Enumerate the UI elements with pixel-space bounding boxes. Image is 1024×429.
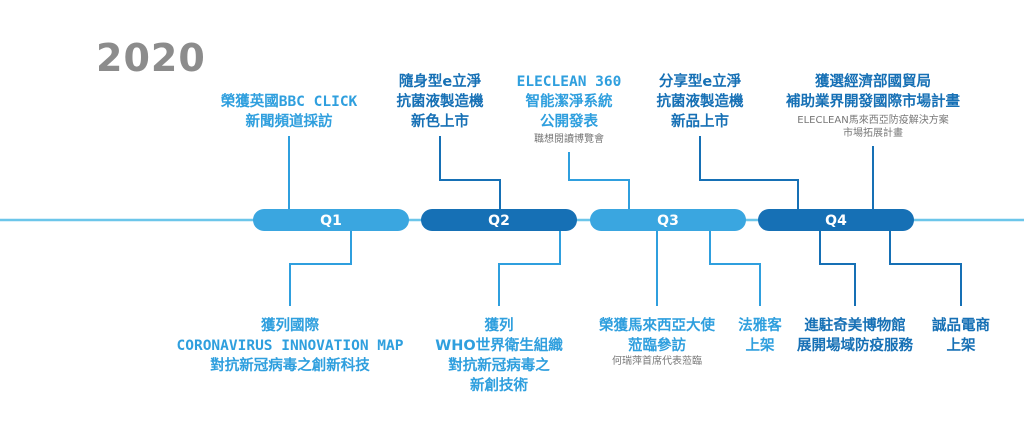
quarter-pill-shape: [421, 209, 577, 231]
quarter-pill-q1: Q1: [253, 209, 409, 231]
event-shared-e-li-jing: 分享型e立淨 抗菌液製造機 新品上市: [657, 72, 744, 132]
quarter-label: Q1: [320, 213, 342, 229]
quarter-pill-q3: Q3: [590, 209, 746, 231]
event-line: 上架: [745, 338, 775, 354]
event-line: 智能潔淨系統: [525, 94, 613, 110]
event-bbc-click: 榮獲英國BBC CLICK 新聞頻道採訪: [221, 92, 358, 132]
event-line: 隨身型e立淨: [398, 74, 482, 90]
event-moea-subsidy-note: ELECLEAN馬來西亞防疫解決方案 市場拓展計畫: [797, 114, 948, 140]
year-title: 2020: [96, 36, 206, 80]
event-connector: [889, 231, 962, 306]
event-line: 公開發表: [539, 114, 598, 130]
event-line: 誠品電商: [932, 318, 990, 334]
event-line: 新品上市: [671, 114, 729, 130]
event-fnac-listing: 法雅客 上架: [738, 316, 782, 356]
event-line: 榮獲英國BBC CLICK: [220, 94, 358, 110]
event-line: 抗菌液製造機: [396, 94, 484, 110]
event-malaysia-ambassador-visit: 榮獲馬來西亞大使 蒞臨參訪: [599, 316, 715, 356]
event-moea-subsidy: 獲選經濟部國貿局 補助業界開發國際市場計畫: [786, 72, 960, 112]
event-line: 分享型e立淨: [658, 74, 742, 90]
event-line: ELECLEAN 360: [516, 74, 622, 90]
event-connector: [439, 136, 501, 209]
event-line: 新聞頻道採訪: [245, 114, 333, 130]
event-line: 蒞臨參訪: [628, 338, 686, 354]
event-line: 獲列: [484, 318, 514, 334]
quarter-label: Q4: [825, 213, 847, 229]
event-chimei-museum: 進駐奇美博物館 展開場域防疫服務: [797, 316, 913, 356]
quarter-pill-shape: [590, 209, 746, 231]
event-note-line: 市場拓展計畫: [843, 128, 903, 139]
quarter-pill-shape: [253, 209, 409, 231]
event-line: 上架: [946, 338, 976, 354]
event-line: 對抗新冠病毒之: [448, 358, 550, 374]
event-eslite-online: 誠品電商 上架: [932, 316, 990, 356]
event-connector: [709, 231, 761, 306]
event-portable-e-li-jing: 隨身型e立淨 抗菌液製造機 新色上市: [397, 72, 484, 132]
event-coronavirus-innovation-map: 獲列國際 CORONAVIRUS INNOVATION MAP 對抗新冠病毒之創…: [177, 316, 404, 376]
event-connector: [699, 136, 799, 209]
event-connector: [819, 231, 856, 306]
quarter-pill-shape: [758, 209, 914, 231]
event-eleclean-360: ELECLEAN 360 智能潔淨系統 公開發表: [517, 72, 622, 132]
event-line: 獲列國際: [260, 318, 319, 334]
event-note-line: 何瑞萍首席代表蒞臨: [612, 356, 702, 367]
event-connector: [568, 152, 630, 209]
event-line: 獲選經濟部國貿局: [815, 74, 931, 90]
event-connector: [289, 231, 352, 306]
quarter-pill-q2: Q2: [421, 209, 577, 231]
event-line: 抗菌液製造機: [656, 94, 744, 110]
event-line: 新創技術: [470, 378, 528, 394]
event-malaysia-ambassador-note: 何瑞萍首席代表蒞臨: [612, 355, 702, 368]
event-line: 新色上市: [411, 114, 469, 130]
event-note-line: 職想閱讀博覽會: [534, 134, 604, 145]
event-connector: [498, 231, 561, 306]
event-line: 榮獲馬來西亞大使: [599, 318, 715, 334]
event-eleclean-360-note: 職想閱讀博覽會: [534, 133, 604, 146]
event-line: WHO世界衛生組織: [435, 338, 563, 354]
event-line: CORONAVIRUS INNOVATION MAP: [176, 338, 404, 354]
quarter-pill-q4: Q4: [758, 209, 914, 231]
event-note-line: ELECLEAN馬來西亞防疫解決方案: [797, 115, 949, 126]
event-line: 對抗新冠病毒之創新科技: [210, 358, 370, 374]
quarter-label: Q2: [488, 213, 510, 229]
event-line: 展開場域防疫服務: [797, 338, 913, 354]
event-line: 進駐奇美博物館: [804, 318, 906, 334]
event-line: 補助業界開發國際市場計畫: [786, 94, 960, 110]
event-who-listing: 獲列 WHO世界衛生組織 對抗新冠病毒之 新創技術: [435, 316, 562, 396]
event-line: 法雅客: [738, 318, 782, 334]
quarter-label: Q3: [657, 213, 679, 229]
